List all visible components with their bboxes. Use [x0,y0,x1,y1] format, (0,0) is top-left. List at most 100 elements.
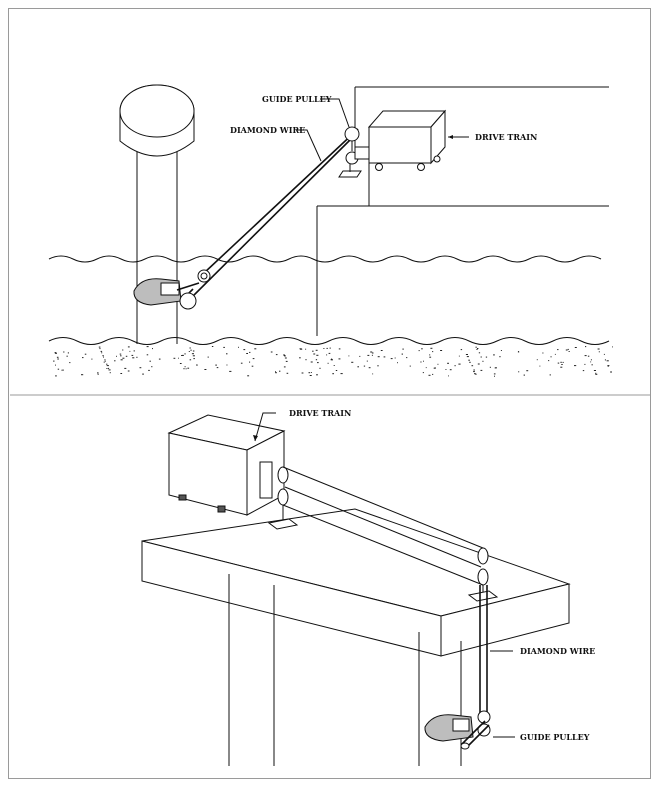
seabed-speck [301,372,304,374]
seabed-speck [574,347,577,348]
seabed-speck [116,355,117,357]
seabed-speck [477,348,479,349]
seabed-speck [189,359,192,361]
top-leaders [297,98,469,162]
seabed-speck [493,354,495,356]
seabed-speck [604,359,606,361]
seabed-speck [100,350,103,352]
seabed-speck [327,362,329,364]
seabed-speck [122,357,125,359]
seabed-speck [66,355,68,357]
seabed-speck [229,370,232,372]
seabed-speck [223,346,225,348]
seabed-speck [173,357,176,359]
seabed-speck [299,348,302,350]
seabed-speck [418,350,420,352]
seabed-speck [226,364,228,366]
seabed-speck [469,361,471,363]
seabed-speck [383,356,386,358]
seabed-speck [284,357,287,359]
seabed-speck [458,355,460,357]
seabed-speck [192,350,195,352]
seabed-speck [428,374,431,376]
seabed-speck [104,359,106,361]
seabed-speck [133,350,135,352]
seabed-speck [549,374,551,376]
seabed-speck [390,358,393,360]
seabed-speck [493,373,496,375]
seabed-speck [402,348,404,350]
seabed-speck [593,370,596,371]
seabed-speck [309,375,312,376]
seabed-speck [432,351,434,353]
seabed-speck [473,371,475,373]
seabed-speck [249,351,251,353]
seabed-speck [489,366,491,368]
seabed-speck [394,357,396,359]
seabed-speck [106,363,108,365]
seabed-speck [568,351,570,352]
seabed-speck [185,368,187,370]
seabed-texture [53,346,613,377]
seabed-speck [247,375,250,377]
seabed-speck [129,350,131,352]
seabed-speck [560,366,563,368]
seabed-speck [466,356,469,358]
seabed-line [48,337,610,345]
seabed-speck [433,367,436,369]
drive-train-bottom [167,414,286,516]
seabed-speck [62,369,64,371]
seabed-speck [308,372,311,374]
seabed-speck [125,355,128,357]
seabed-speck [606,360,609,362]
seabed-speck [554,353,556,355]
seabed-speck [181,355,183,356]
seabed-speck [338,358,341,360]
seabed-speck [351,361,354,363]
seabed-speck [148,369,150,371]
seabed-speck [432,373,434,375]
seabed-speck [149,360,151,362]
seabed-speck [372,373,374,375]
seabed-speck [106,365,109,367]
label-diamond-wire-top: DIAMOND WIRE [230,125,305,135]
seabed-speck [548,360,550,362]
seabed-speck [332,373,334,375]
seabed-speck [550,356,552,358]
drawing-frame: GUIDE PULLEY DIAMOND WIRE DRIVE TRAIN [8,8,651,779]
deck-slab [141,508,571,657]
seabed-speck [475,373,477,375]
seabed-speck [61,369,63,371]
seabed-speck [158,358,161,360]
seabed-speck [310,372,312,373]
seabed-speck [595,372,597,374]
seabed-speck [270,351,273,353]
seabed-speck [471,365,474,367]
seabed-speck [368,367,371,369]
diamond-wire-bottom [282,466,488,713]
seabed-speck [485,356,488,358]
seabed-speck [55,375,57,377]
seabed-speck [377,365,379,367]
seabed-speck [494,375,495,377]
seabed-speck [305,359,307,361]
seabed-speck [81,374,84,376]
seabed-speck [584,355,587,357]
seabed-speck [283,366,286,368]
seabed-speck [595,373,598,375]
seabed-speck [366,360,368,362]
seabed-speck [193,358,195,360]
diagram-canvas: GUIDE PULLEY DIAMOND WIRE DRIVE TRAIN [10,84,651,766]
seabed-speck [406,357,408,359]
seabed-speck [136,356,138,358]
seabed-speck [151,366,153,368]
seabed-speck [448,375,449,377]
seabed-speck [499,356,501,358]
seabed-speck [103,356,104,358]
seabed-speck [55,364,56,366]
seabed-speck [139,367,142,369]
seabed-speck [340,373,343,375]
seabed-speck [226,353,228,355]
seabed-speck [107,367,110,369]
seabed-speck [120,373,123,374]
